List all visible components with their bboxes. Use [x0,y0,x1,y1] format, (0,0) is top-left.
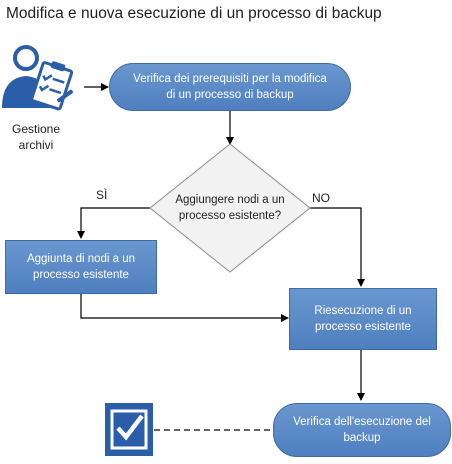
step-add-nodes-line-2: processo esistente [33,269,129,281]
connector-decision-yes [77,207,150,239]
connector-decision-no [310,207,365,287]
decision-question-line-2: processo esistente? [178,210,282,222]
checkbox-checked-icon [104,402,154,457]
step-verify-prerequisites: Verifica dei prerequisiti per la modific… [109,63,351,111]
decision-question: Aggiungere nodi a un processo esistente? [150,188,310,228]
step-verify-prerequisites-line-1: Verifica dei prerequisiti per la modific… [133,73,327,85]
step-verify-prerequisites-line-2: di un processo di backup [166,89,294,101]
step-verify-backup-run-line-1: Verifica dell'esecuzione del [293,416,431,428]
step-add-nodes-line-1: Aggiunta di nodi a un [26,253,136,265]
person-clipboard-icon [0,44,82,114]
role-label-line-1: Gestione [11,122,61,136]
connector-add-to-rerun [80,294,289,322]
diagram-title: Modifica e nuova esecuzione di un proces… [6,5,382,22]
decision-diamond [149,143,311,273]
step-verify-backup-run-line-2: backup [343,432,381,444]
role-label: Gestione archivi [0,121,72,153]
branch-yes-label: SÌ [96,188,108,202]
step-add-nodes: Aggiunta di nodi a un processo esistente [5,240,157,294]
branch-no-label: NO [312,191,330,205]
step-rerun-process: Riesecuzione di un processo esistente [289,288,437,350]
role-label-line-2: archivi [18,138,54,152]
step-verify-backup-run: Verifica dell'esecuzione del backup [273,403,451,457]
step-rerun-process-line-2: processo esistente [315,321,411,333]
step-rerun-process-line-1: Riesecuzione di un [314,305,412,317]
decision-question-line-1: Aggiungere nodi a un [175,194,285,206]
